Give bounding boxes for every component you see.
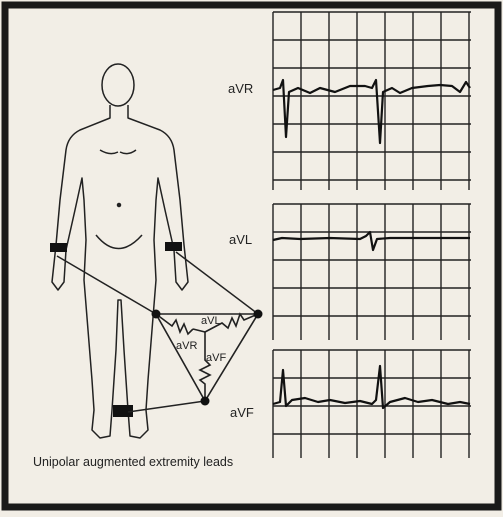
- figure-caption: Unipolar augmented extremity leads: [33, 454, 268, 470]
- left-arm-node: [254, 310, 263, 319]
- left-leg-node: [201, 397, 210, 406]
- triangle-label-avl: aVL: [201, 315, 221, 327]
- right-arm-node: [152, 310, 161, 319]
- triangle-label-avr: aVR: [176, 340, 197, 352]
- figure-navel: [118, 204, 121, 207]
- lead-label-avf: aVF: [230, 405, 254, 420]
- triangle-label-avf: aVF: [206, 352, 226, 364]
- lead-label-avl: aVL: [229, 232, 252, 247]
- right-wrist-electrode: [50, 243, 67, 252]
- lead-label-avr: aVR: [228, 81, 253, 96]
- left-wrist-electrode: [165, 242, 182, 251]
